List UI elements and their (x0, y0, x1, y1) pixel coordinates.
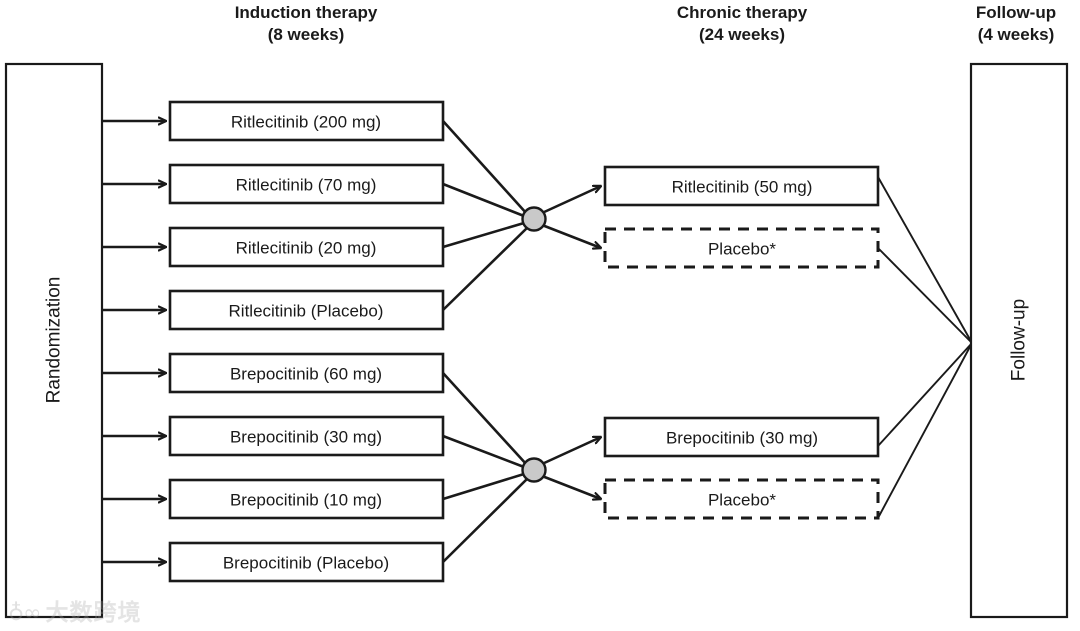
followup-header-title: Follow-up (976, 3, 1056, 22)
chronic-arm-label-2: Placebo* (708, 240, 776, 259)
induction-arm-rect-3[interactable] (168, 226, 445, 268)
induction-arm-box[interactable]: Ritlecitinib (Placebo) (168, 289, 445, 331)
rerandomization-nodes (521, 206, 547, 483)
chronic-arm-box[interactable]: Ritlecitinib (50 mg) (603, 165, 880, 207)
connector-chronic-4-to-followup (877, 342, 973, 519)
chronic-arm-label-3: Brepocitinib (30 mg) (666, 429, 818, 448)
connector-induction-4-to-node-a (442, 226, 529, 311)
chronic-arm-rect-1[interactable] (603, 165, 880, 207)
randomization-rect (4, 62, 104, 619)
induction-arm-label-5: Brepocitinib (60 mg) (230, 365, 382, 384)
induction-arm-label-7: Brepocitinib (10 mg) (230, 491, 382, 510)
followup-rect (969, 62, 1069, 619)
induction-arm-label-3: Ritlecitinib (20 mg) (236, 239, 377, 258)
chronic-arm-box[interactable]: Brepocitinib (30 mg) (603, 416, 880, 458)
induction-arm-box[interactable]: Brepocitinib (Placebo) (168, 541, 445, 583)
induction-arm-label-8: Brepocitinib (Placebo) (223, 554, 389, 573)
node-to-chronic-arrows (541, 186, 601, 499)
induction-arm-box[interactable]: Brepocitinib (60 mg) (168, 352, 445, 394)
randomization-to-induction-arrows (102, 121, 166, 562)
chronic-arm-rect-4[interactable] (603, 478, 880, 520)
connector-induction-1-to-node-a (442, 120, 528, 215)
chronic-to-followup-connectors (877, 176, 973, 519)
induction-header-duration: (8 weeks) (268, 25, 345, 44)
induction-arm-rect-8[interactable] (168, 541, 445, 583)
arrow-node-b-to-chronic-3 (541, 437, 601, 466)
chronic-header-title: Chronic therapy (677, 3, 808, 22)
connector-chronic-2-to-followup (877, 247, 973, 344)
induction-arm-rect-5[interactable] (168, 352, 445, 394)
induction-arm-box[interactable]: Ritlecitinib (70 mg) (168, 163, 445, 205)
induction-arm-box[interactable]: Brepocitinib (30 mg) (168, 415, 445, 457)
induction-arm-box[interactable]: Brepocitinib (10 mg) (168, 478, 445, 520)
brepocitinib-rerandomization-node (521, 457, 547, 483)
followup-header-duration: (4 weeks) (978, 25, 1055, 44)
followup-label: Follow-up (1009, 299, 1030, 381)
chronic-arm-rect-2[interactable] (603, 227, 880, 269)
chronic-arm-rect-3[interactable] (603, 416, 880, 458)
induction-arm-rect-4[interactable] (168, 289, 445, 331)
induction-arm-rect-1[interactable] (168, 100, 445, 142)
induction-arm-box[interactable]: Ritlecitinib (20 mg) (168, 226, 445, 268)
chronic-arm-box[interactable]: Placebo* (603, 478, 880, 520)
column-header-chronic: Chronic therapy (24 weeks) (677, 3, 808, 44)
chronic-arm-boxes: Ritlecitinib (50 mg) Placebo* Brepocitin… (603, 165, 880, 520)
chronic-arm-label-1: Ritlecitinib (50 mg) (672, 178, 813, 197)
induction-arm-label-2: Ritlecitinib (70 mg) (236, 176, 377, 195)
randomization-box: Randomization (4, 62, 104, 619)
connector-induction-3-to-node-a (442, 221, 525, 249)
column-header-followup: Follow-up (4 weeks) (976, 3, 1056, 44)
induction-arm-boxes: Ritlecitinib (200 mg) Ritlecitinib (70 m… (168, 100, 445, 583)
connector-chronic-1-to-followup (877, 176, 973, 344)
arrow-node-a-to-chronic-2 (541, 223, 601, 248)
randomization-label: Randomization (44, 277, 65, 404)
induction-to-node-connectors (442, 120, 529, 563)
induction-arm-label-1: Ritlecitinib (200 mg) (231, 113, 381, 132)
induction-arm-label-6: Brepocitinib (30 mg) (230, 428, 382, 447)
connector-chronic-3-to-followup (877, 342, 973, 447)
arrow-node-a-to-chronic-1 (541, 186, 601, 215)
connector-induction-6-to-node-b (442, 434, 525, 469)
induction-header-title: Induction therapy (235, 3, 378, 22)
ritlecitinib-rerandomization-node (521, 206, 547, 232)
connector-induction-2-to-node-a (442, 182, 525, 218)
induction-arm-rect-7[interactable] (168, 478, 445, 520)
followup-box: Follow-up (969, 62, 1069, 619)
chronic-header-duration: (24 weeks) (699, 25, 785, 44)
induction-arm-rect-6[interactable] (168, 415, 445, 457)
connector-induction-5-to-node-b (442, 372, 528, 466)
chronic-arm-box[interactable]: Placebo* (603, 227, 880, 269)
arrow-node-b-to-chronic-4 (541, 474, 601, 499)
induction-arm-box[interactable]: Ritlecitinib (200 mg) (168, 100, 445, 142)
column-header-induction: Induction therapy (8 weeks) (235, 3, 378, 44)
induction-arm-label-4: Ritlecitinib (Placebo) (229, 302, 384, 321)
connector-induction-7-to-node-b (442, 472, 525, 501)
chronic-arm-label-4: Placebo* (708, 491, 776, 510)
induction-arm-rect-2[interactable] (168, 163, 445, 205)
column-headers: Induction therapy (8 weeks) Chronic ther… (235, 3, 1056, 44)
connector-induction-8-to-node-b (442, 477, 529, 563)
